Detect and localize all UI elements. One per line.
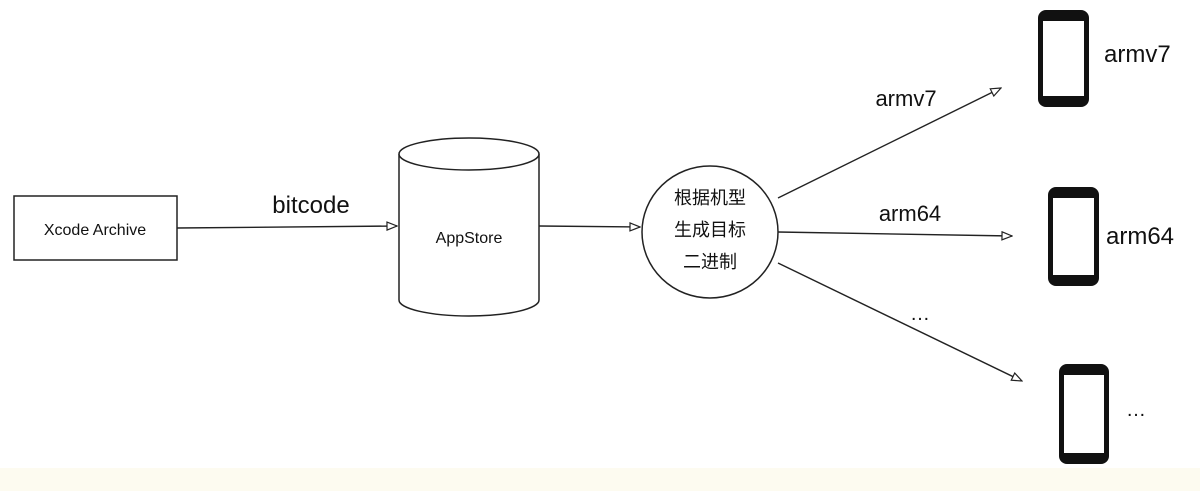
generator-node: 根据机型 生成目标 二进制 — [641, 165, 779, 299]
device-more-label: … — [1126, 399, 1146, 421]
device-armv7-label: armv7 — [1104, 41, 1171, 68]
more-edge: … — [777, 262, 1022, 381]
appstore-to-generator-edge — [538, 226, 640, 227]
more-edge-label: … — [910, 303, 930, 325]
xcode-archive-label: Xcode Archive — [44, 222, 146, 239]
device-arm64-label: arm64 — [1106, 223, 1174, 250]
xcode-archive-node: Xcode Archive — [13, 195, 178, 261]
generator-label-line-3: 二进制 — [683, 252, 737, 272]
bitcode-edge-label: bitcode — [272, 192, 349, 219]
canvas-background — [0, 0, 1200, 468]
generator-label-line-1: 根据机型 — [674, 188, 746, 208]
phone-armv7: armv7 — [1038, 10, 1171, 107]
phone-more: … — [1059, 364, 1146, 464]
armv7-edge-label: armv7 — [875, 86, 936, 111]
generator-label-line-2: 生成目标 — [674, 220, 746, 240]
bitcode-edge: bitcode — [176, 192, 397, 228]
armv7-edge: armv7 — [777, 86, 1001, 199]
arm64-edge-label: arm64 — [879, 201, 941, 226]
appstore-label: AppStore — [436, 230, 503, 247]
appstore-node: AppStore — [398, 137, 540, 317]
phone-arm64: arm64 — [1048, 187, 1174, 286]
arm64-edge: arm64 — [777, 201, 1012, 236]
